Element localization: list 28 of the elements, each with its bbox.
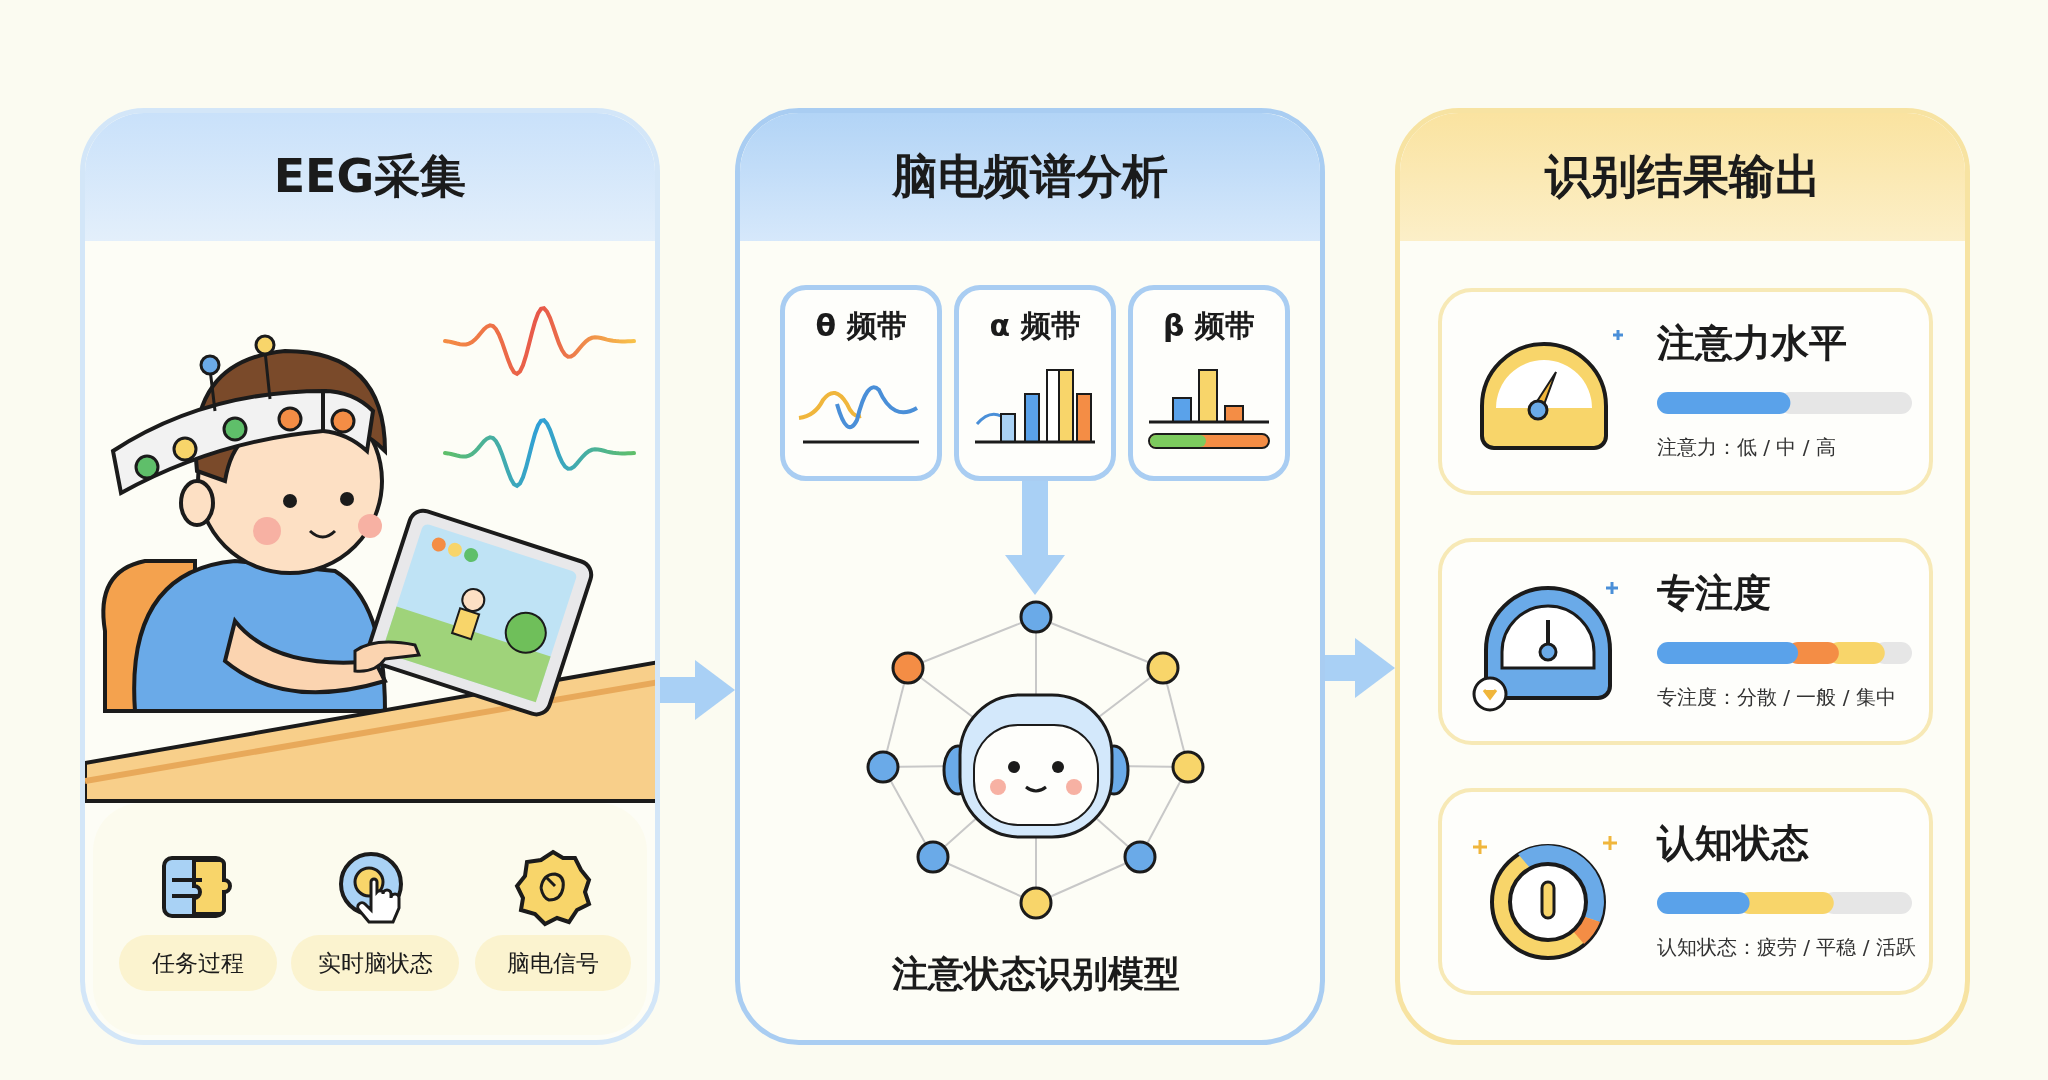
panel-title: 脑电频谱分析 xyxy=(740,113,1320,241)
metric-title: 认知状态 xyxy=(1657,820,1809,867)
stage-panel xyxy=(735,108,1325,1045)
flow-arrow xyxy=(1325,638,1395,698)
result-card xyxy=(1438,538,1933,745)
band-card xyxy=(954,285,1116,481)
band-card xyxy=(780,285,942,481)
band-card xyxy=(1128,285,1290,481)
stage-panel xyxy=(80,108,660,1045)
flow-arrow xyxy=(1005,481,1065,595)
stage-panel xyxy=(1395,108,1970,1045)
band-title: β 频带 xyxy=(1162,307,1256,345)
result-card xyxy=(1438,788,1933,995)
metric-title: 注意力水平 xyxy=(1657,320,1847,367)
tag-label: 脑电信号 xyxy=(475,935,631,991)
tag-label: 实时脑状态 xyxy=(291,935,459,991)
panel-title: EEG采集 xyxy=(85,113,655,241)
scale-text: 专注度：分散 / 一般 / 集中 xyxy=(1657,684,1896,711)
scale-text: 注意力：低 / 中 / 高 xyxy=(1657,434,1836,461)
flow-arrow xyxy=(660,660,735,720)
scale-text: 认知状态：疲劳 / 平稳 / 活跃 xyxy=(1657,934,1916,961)
model-label: 注意状态识别模型 xyxy=(890,952,1181,996)
band-title: θ 频带 xyxy=(814,307,908,345)
band-title: α 频带 xyxy=(988,307,1082,345)
panel-title: 识别结果输出 xyxy=(1400,113,1965,241)
result-card xyxy=(1438,288,1933,495)
metric-title: 专注度 xyxy=(1657,570,1771,617)
tag-label: 任务过程 xyxy=(119,935,277,991)
